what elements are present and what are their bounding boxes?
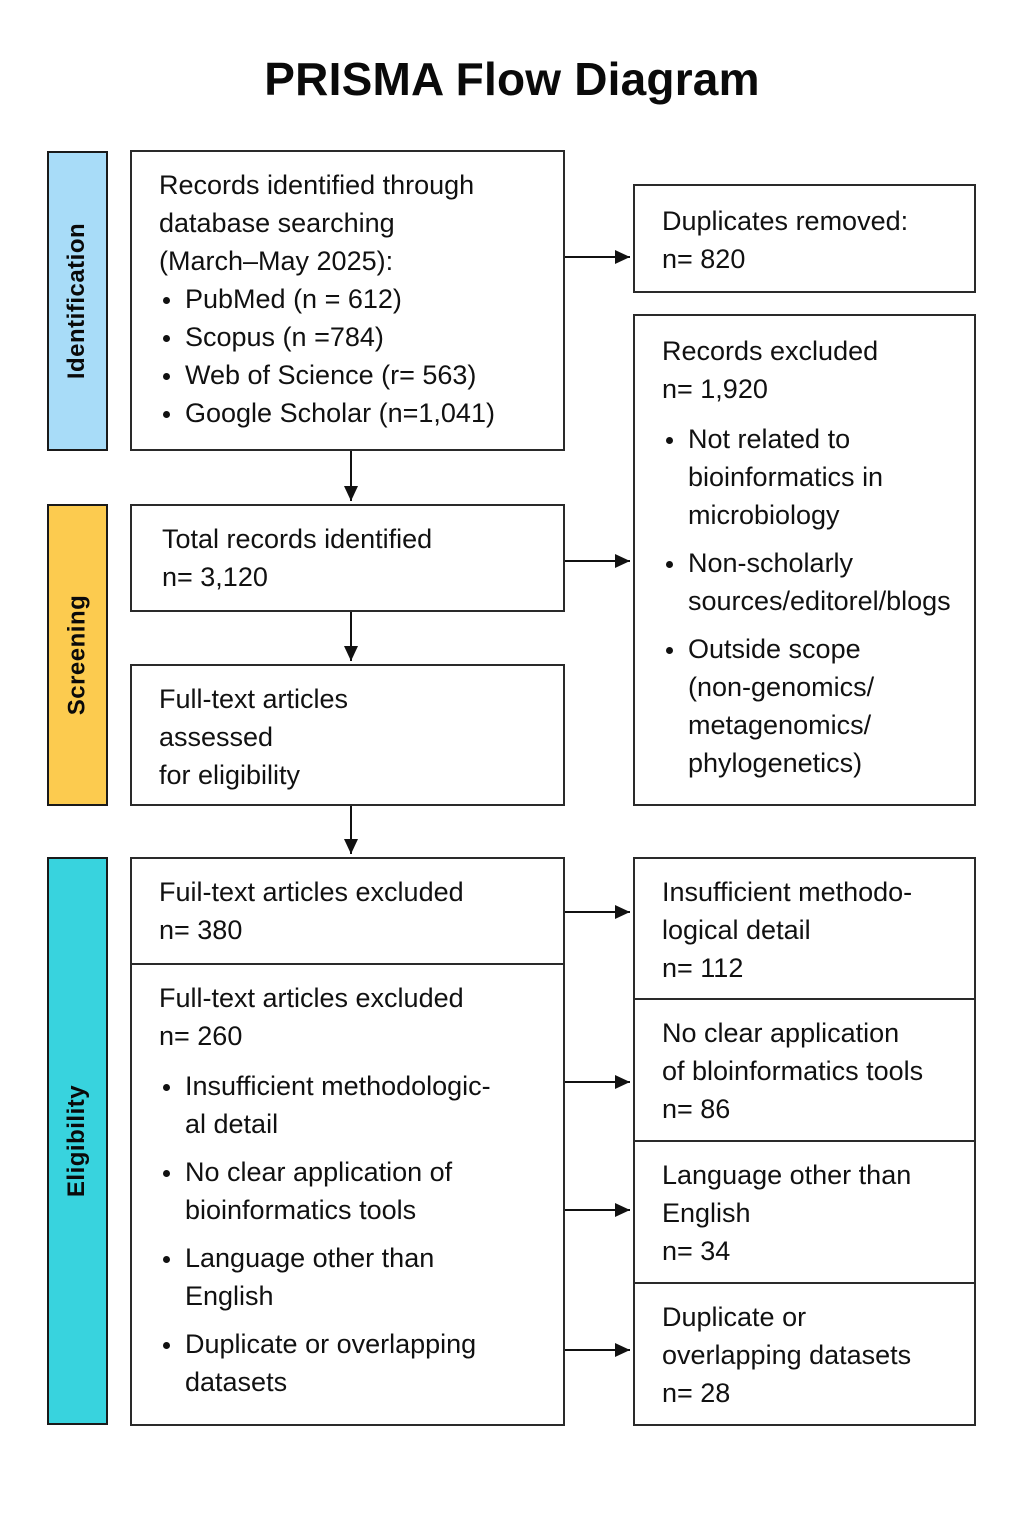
records-excluded-box: Records excluded n= 1,920 Not related to… <box>633 314 976 806</box>
reason-line: bioinformatics in <box>688 462 884 492</box>
source-item-google-scholar: Google Scholar (n=1,041) <box>159 394 563 432</box>
box-text-line: Fuil-text articles excluded <box>159 877 464 907</box>
box-text-line: Full-text articles excluded <box>159 983 464 1013</box>
box-count: n= 1,920 <box>662 374 768 404</box>
box-text-line: Insufficient methodo- <box>662 877 913 907</box>
box-text-line: database searching <box>159 208 395 238</box>
stage-screening: Screening <box>47 504 108 806</box>
source-text: Scopus (n =784) <box>185 322 384 352</box>
reason-line: datasets <box>185 1367 288 1397</box>
reason-line: al detail <box>185 1109 279 1139</box>
source-item-pubmed: PubMed (n = 612) <box>159 280 563 318</box>
box-text-line: Records identified through <box>159 170 475 200</box>
exclusion-reason: Not related to bioinformatics in microbi… <box>662 420 974 534</box>
stage-label-screening: Screening <box>63 594 91 716</box>
box-count: n= 380 <box>159 915 243 945</box>
reason-line: English <box>185 1281 274 1311</box>
reason-line: phylogenetics) <box>688 748 863 778</box>
source-text: Google Scholar (n=1,041) <box>185 398 495 428</box>
exclusion-reason: Insufficient methodologic- al detail <box>159 1067 563 1143</box>
source-item-web-of-science: Web of Science (r= 563) <box>159 356 563 394</box>
box-text-line: logical detail <box>662 915 811 945</box>
box-text-line: of bloinformatics tools <box>662 1056 924 1086</box>
diagram-title: PRISMA Flow Diagram <box>264 53 760 105</box>
box-count: n= 34 <box>662 1236 731 1266</box>
box-count: n= 28 <box>662 1378 731 1408</box>
records-identified-box: Records identified through database sear… <box>130 150 565 451</box>
box-text-line: for eligibility <box>159 760 301 790</box>
source-item-scopus: Scopus (n =784) <box>159 318 563 356</box>
total-records-box: Total records identified n= 3,120 <box>130 504 565 612</box>
exclusion-reason-list: Not related to bioinformatics in microbi… <box>662 420 974 782</box>
box-text-line: assessed <box>159 722 274 752</box>
box-text-line: Duplicate or <box>662 1302 807 1332</box>
fulltext-excluded-260-box: Full-text articles excluded n= 260 Insuf… <box>130 963 565 1426</box>
reason-line: Insufficient methodologic- <box>185 1071 491 1101</box>
box-count: n= 3,120 <box>162 562 268 592</box>
reason-line: bioinformatics tools <box>185 1195 417 1225</box>
reason-line: Language other than <box>185 1243 435 1273</box>
box-text-line: Duplicates removed: <box>662 206 909 236</box>
fulltext-excluded-380-box: Fuil-text articles excluded n= 380 <box>130 857 565 965</box>
exclusion-reason: Outside scope (non-genomics/ metagenomic… <box>662 630 974 782</box>
reason-line: Non-scholarly <box>688 548 854 578</box>
reason-line: Outside scope <box>688 634 861 664</box>
reason-box-duplicate-datasets: Duplicate or overlapping datasets n= 28 <box>633 1282 976 1426</box>
exclusion-reason: Language other than English <box>159 1239 563 1315</box>
box-count: n= 820 <box>662 244 746 274</box>
reason-box-no-bioinformatics: No clear application of bloinformatics t… <box>633 998 976 1142</box>
box-text-line: No clear application <box>662 1018 900 1048</box>
exclusion-reason: Duplicate or overlapping datasets <box>159 1325 563 1401</box>
exclusion-reason: Non-scholarly sources/editorel/blogs <box>662 544 974 620</box>
reason-line: metagenomics/ <box>688 710 872 740</box>
box-count: n= 112 <box>662 953 744 983</box>
box-text-line: (March–May 2025): <box>159 246 394 276</box>
source-text: PubMed (n = 612) <box>185 284 402 314</box>
reason-box-language: Language other than English n= 34 <box>633 1140 976 1284</box>
box-text-line: overlapping datasets <box>662 1340 912 1370</box>
source-text: Web of Science (r= 563) <box>185 360 477 390</box>
box-text-line: Language other than <box>662 1160 912 1190</box>
stage-label-identification: Identification <box>63 222 91 380</box>
box-text-line: Total records identified <box>162 524 433 554</box>
stage-label-eligibility: Eligibility <box>63 1084 91 1198</box>
exclusion-reason: No clear application of bioinformatics t… <box>159 1153 563 1229</box>
reason-line: Not related to <box>688 424 851 454</box>
box-text-line: English <box>662 1198 751 1228</box>
fulltext-assessed-box: Full-text articles assessed for eligibil… <box>130 664 565 806</box>
reason-line: sources/editorel/blogs <box>688 586 951 616</box>
reason-line: Duplicate or overlapping <box>185 1329 477 1359</box>
source-list: PubMed (n = 612) Scopus (n =784) Web of … <box>159 280 563 432</box>
box-count: n= 86 <box>662 1094 731 1124</box>
box-count: n= 260 <box>159 1021 243 1051</box>
box-text-line: Records excluded <box>662 336 879 366</box>
duplicates-removed-box: Duplicates removed: n= 820 <box>633 184 976 293</box>
reason-line: No clear application of <box>185 1157 453 1187</box>
stage-eligibility: Eligibility <box>47 857 108 1425</box>
stage-identification: Identification <box>47 151 108 451</box>
exclusion-reason-list: Insufficient methodologic- al detail No … <box>159 1067 563 1401</box>
reason-line: microbiology <box>688 500 840 530</box>
box-text-line: Full-text articles <box>159 684 349 714</box>
reason-line: (non-genomics/ <box>688 672 875 702</box>
reason-box-insufficient-detail: Insufficient methodo- logical detail n= … <box>633 857 976 1000</box>
